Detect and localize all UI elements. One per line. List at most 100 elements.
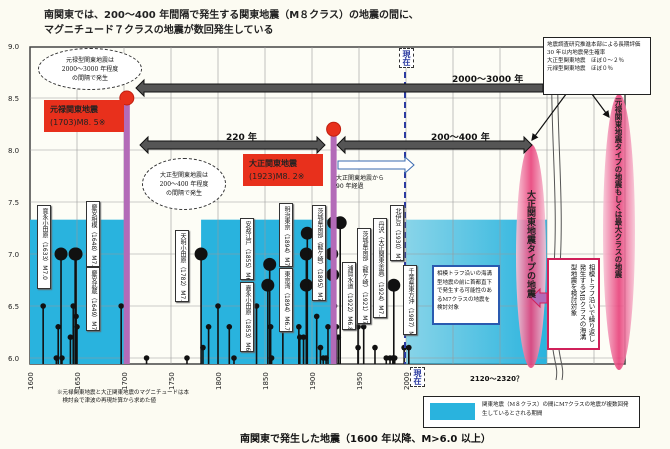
event-point — [194, 247, 208, 261]
event-point — [74, 324, 80, 330]
taisho-interval-bubble: 大正型関東地震は 200～400 年程度 の間隔で発生 — [142, 158, 226, 210]
event-point — [231, 355, 237, 361]
annotation-label: 丹沢（大正関東余震）（1924）M7.3 — [373, 218, 387, 318]
annotation-label: 慶安武蔵（1649）M7.0 — [86, 267, 100, 331]
now-label-bottom: 現在 — [410, 367, 425, 387]
chart-title: 南関東で発生した地震（1600 年以降、M>6.0 以上） — [240, 434, 491, 445]
genroku-type-ellipse — [603, 94, 635, 370]
legend-swatch — [430, 403, 475, 420]
axis-break — [550, 39, 558, 381]
kanto-220-arrow — [139, 135, 326, 155]
event-point — [200, 344, 206, 351]
x-tick-label: 1800 — [215, 372, 223, 390]
event-point — [263, 257, 277, 271]
genroku-interval-label: 2000～3000 年 — [452, 75, 524, 85]
event-point — [215, 303, 221, 309]
kanto-earthquake-bar — [330, 129, 337, 364]
legend-label: 関東地震（M８クラス）の間にM7クラスの地震が複数回発生しているとされる期間 — [482, 402, 629, 417]
annotation-label: 東京湾（1894）M6.7 — [279, 268, 293, 332]
event-point — [267, 324, 274, 330]
taisho-name: 大正関東地震 — [249, 159, 297, 168]
probability-info-box: 地震調査研究推進本部による長期評価 30 年以内地震発生確率 大正型関東地震 ほ… — [543, 37, 651, 95]
kanto-220-label: 220 年 — [226, 133, 257, 143]
annotation-label: 嘉永小田原（1853）M6.7 — [240, 282, 254, 352]
future-range-label: 2120～2320？ — [470, 375, 523, 383]
genroku-name: 元禄関東地震 — [50, 105, 98, 114]
event-point — [118, 303, 124, 309]
annotation-label: 茨城県南部（龍ケ崎）（1895）M7.2 — [312, 205, 326, 301]
event-point — [205, 324, 212, 330]
event-point — [333, 216, 347, 230]
header-line-1: 南関東では、200～400 年間隔で発生する関東地震（M８クラス）の地震の間に、 — [44, 10, 419, 21]
taisho-interval-arrow — [336, 135, 533, 155]
event-point — [55, 324, 61, 330]
event-point — [261, 278, 275, 292]
annotation-label: 明治東京（1894）M7.0 — [279, 203, 293, 267]
event-point — [54, 247, 68, 261]
event-point — [387, 278, 401, 292]
kanto-earthquake-point — [326, 121, 342, 137]
event-point — [69, 247, 83, 261]
m7-target-box: 相模トラフ沿いの海溝型地震の前に首都直下で発生する可能性のあるM7クラスの地震を… — [432, 265, 500, 325]
annotation-label: 寛永小田原（1633）M7.0 — [37, 205, 51, 289]
event-point — [184, 355, 190, 361]
header-line-2: マグニチュード７クラスの地震が数回発生している — [44, 25, 274, 36]
event-point — [355, 344, 361, 351]
event-point — [59, 355, 65, 361]
legend: 関東地震（M８クラス）の間にM7クラスの地震が複数回発生しているとされる期間 — [423, 396, 640, 428]
event-point — [313, 313, 320, 320]
m8-target-box: 相模トラフ沿いで繰り返し発生するM8クラスの海溝型地震を検討対象 — [547, 258, 600, 350]
taisho-detail: (1923)M8. 2※ — [249, 172, 305, 181]
event-point — [299, 247, 313, 261]
event-point — [73, 313, 79, 320]
axis-break — [556, 39, 564, 381]
y-tick-label: 6.5 — [8, 303, 19, 311]
event-point — [253, 303, 260, 309]
x-tick-label: 1850 — [262, 372, 270, 390]
annotation-label: 天明小田原（1782）M7.0 — [175, 230, 189, 302]
x-tick-label: 1750 — [168, 372, 176, 390]
taisho-interval-label: 200～400 年 — [431, 133, 490, 143]
event-point — [300, 226, 314, 240]
annotation-label: 慶安相模（1648）M7.0 — [86, 201, 100, 267]
event-point — [391, 355, 398, 361]
event-point — [226, 324, 233, 330]
elapsed-label: 大正関東地震から 90 年経過 — [336, 175, 385, 190]
y-tick-label: 7.0 — [8, 251, 19, 259]
annotation-label: 浦賀水道（1922）M6.8 — [342, 262, 356, 330]
event-point — [300, 334, 307, 341]
taisho-type-ellipse — [516, 144, 546, 368]
event-point — [317, 344, 324, 351]
x-tick-label: 1650 — [74, 372, 82, 390]
event-point — [299, 278, 313, 292]
y-tick-label: 6.0 — [8, 355, 19, 363]
event-point — [268, 355, 275, 361]
x-tick-label: 1950 — [356, 372, 364, 390]
magnitude-note: ※元禄関東地震と大正関東地震のマグニチュードは本 検討会で津波の再現計算から求め… — [57, 390, 190, 404]
annotation-label: 北伊豆（1930）M7.3 — [390, 205, 404, 261]
x-tick-label: 2000 — [403, 372, 411, 390]
annotation-label: 安政江戸（1855）M6.9 — [240, 218, 254, 280]
info-line: 地震調査研究推進本部による長期評価 — [547, 42, 641, 48]
elapsed-arrow — [337, 155, 415, 175]
event-point — [143, 355, 150, 361]
x-tick-label: 1700 — [121, 372, 129, 390]
info-line: 大正型関東地震 ほぼ０～２％ — [547, 58, 625, 64]
event-point — [325, 324, 331, 330]
taisho-kanto-label: 大正関東地震 (1923)M8. 2※ — [243, 154, 323, 186]
event-point — [406, 344, 412, 351]
genroku-detail: (1703)M8. 5※ — [50, 118, 106, 127]
genroku-interval-bubble: 元禄型関東地震は 2000～3000 年程度 の間隔で発生 — [38, 48, 142, 90]
annotation-label: 茨城県南部（龍ケ崎）（1921）M7.0 — [357, 228, 371, 324]
event-point — [296, 324, 302, 330]
y-tick-label: 8.0 — [8, 147, 19, 155]
y-tick-label: 7.5 — [8, 199, 19, 207]
y-tick-label: 9.0 — [8, 43, 19, 51]
kanto-earthquake-bar — [123, 98, 130, 364]
y-tick-label: 8.5 — [8, 95, 19, 103]
event-point — [40, 303, 46, 309]
info-line: 元禄型関東地震 ほぼ０％ — [547, 66, 614, 72]
pointer-arrow — [530, 287, 548, 309]
event-point — [360, 324, 367, 330]
genroku-type-label: 元禄関東地震タイプの地震もしくは最大クラスの地震 — [614, 98, 623, 278]
